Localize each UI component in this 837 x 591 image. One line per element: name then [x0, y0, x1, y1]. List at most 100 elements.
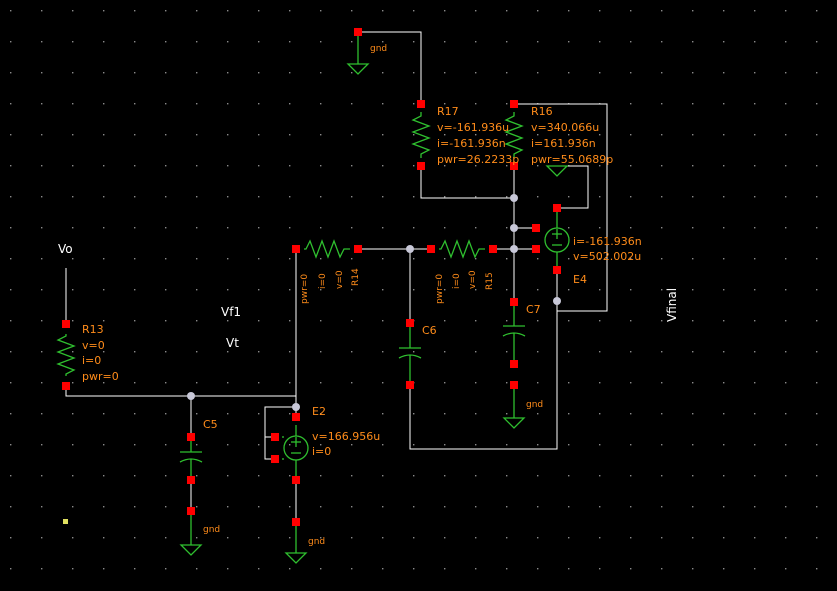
grid-dot — [196, 258, 198, 260]
grid-dot — [227, 506, 229, 508]
grid-dot — [754, 475, 756, 477]
grid-dot — [506, 475, 508, 477]
grid-dot — [661, 289, 663, 291]
grid-dot — [475, 413, 477, 415]
grid-dot — [258, 258, 260, 260]
grid-dot — [785, 258, 787, 260]
grid-dot — [692, 475, 694, 477]
grid-dot — [413, 475, 415, 477]
resistor-r16[interactable] — [504, 100, 524, 170]
grid-dot — [134, 568, 136, 570]
grid-dot — [444, 10, 446, 12]
grid-dot — [723, 165, 725, 167]
r14-i: i=0 — [318, 273, 328, 289]
grid-dot — [134, 289, 136, 291]
grid-dot — [227, 196, 229, 198]
capacitor-c5[interactable] — [179, 433, 203, 515]
grid-dot — [227, 568, 229, 570]
grid-dot — [630, 506, 632, 508]
grid-dot — [382, 444, 384, 446]
grid-dot — [568, 475, 570, 477]
grid-dot — [351, 196, 353, 198]
resistor-r17[interactable] — [411, 100, 431, 170]
grid-dot — [754, 506, 756, 508]
r17-name: R17 — [437, 105, 459, 118]
grid-dot — [10, 134, 12, 136]
resistor-r14[interactable] — [292, 239, 362, 259]
e4-v: v=502.002u — [573, 250, 641, 263]
grid-dot — [816, 413, 818, 415]
grid-dot — [320, 444, 322, 446]
grid-dot — [599, 506, 601, 508]
grid-dot — [692, 103, 694, 105]
grid-dot — [103, 382, 105, 384]
grid-dot — [661, 258, 663, 260]
grid-dot — [475, 134, 477, 136]
grid-dot — [785, 10, 787, 12]
grid-dot — [537, 41, 539, 43]
grid-dot — [320, 568, 322, 570]
grid-dot — [630, 41, 632, 43]
grid-dot — [537, 10, 539, 12]
grid-dot — [227, 41, 229, 43]
grid-dot — [413, 537, 415, 539]
grid-dot — [227, 258, 229, 260]
grid-dot — [630, 413, 632, 415]
resistor-r13[interactable] — [56, 320, 76, 390]
grid-dot — [785, 475, 787, 477]
grid-dot — [258, 382, 260, 384]
grid-dot — [320, 10, 322, 12]
grid-dot — [258, 134, 260, 136]
grid-dot — [103, 506, 105, 508]
grid-dot — [506, 10, 508, 12]
grid-dot — [475, 165, 477, 167]
grid-dot — [568, 444, 570, 446]
c5-name: C5 — [203, 418, 218, 431]
grid-dot — [10, 72, 12, 74]
grid-dot — [537, 444, 539, 446]
grid-dot — [661, 10, 663, 12]
grid-dot — [320, 134, 322, 136]
grid-dot — [41, 537, 43, 539]
grid-dot — [599, 351, 601, 353]
resistor-r15[interactable] — [427, 239, 497, 259]
r15-pwr: pwr=0 — [435, 274, 445, 304]
vcvs-e2[interactable] — [271, 413, 309, 526]
grid-dot — [506, 413, 508, 415]
grid-dot — [692, 10, 694, 12]
grid-dot — [165, 537, 167, 539]
vcvs-e4[interactable] — [532, 204, 570, 274]
grid-dot — [227, 413, 229, 415]
grid-dot — [165, 196, 167, 198]
capacitor-c7[interactable] — [502, 298, 526, 389]
grid-dot — [723, 475, 725, 477]
grid-dot — [165, 289, 167, 291]
grid-dot — [568, 568, 570, 570]
grid-dot — [785, 165, 787, 167]
r16-v: v=340.066u — [531, 121, 599, 134]
grid-dot — [258, 165, 260, 167]
grid-dot — [320, 165, 322, 167]
grid-dot — [41, 351, 43, 353]
grid-dot — [351, 506, 353, 508]
grid-dot — [661, 444, 663, 446]
grid-dot — [475, 506, 477, 508]
grid-dot — [134, 320, 136, 322]
capacitor-c6[interactable] — [398, 319, 422, 389]
grid-dot — [320, 351, 322, 353]
grid-dot — [568, 320, 570, 322]
origin-marker — [63, 519, 68, 524]
grid-dot — [723, 382, 725, 384]
r13-pwr: pwr=0 — [82, 370, 119, 383]
grid-dot — [72, 196, 74, 198]
grid-dot — [10, 444, 12, 446]
grid-dot — [568, 289, 570, 291]
grid-dot — [10, 382, 12, 384]
grid-dot — [134, 506, 136, 508]
c6-name: C6 — [422, 324, 437, 337]
grid-dot — [444, 506, 446, 508]
grid-dot — [382, 382, 384, 384]
grid-dot — [72, 227, 74, 229]
